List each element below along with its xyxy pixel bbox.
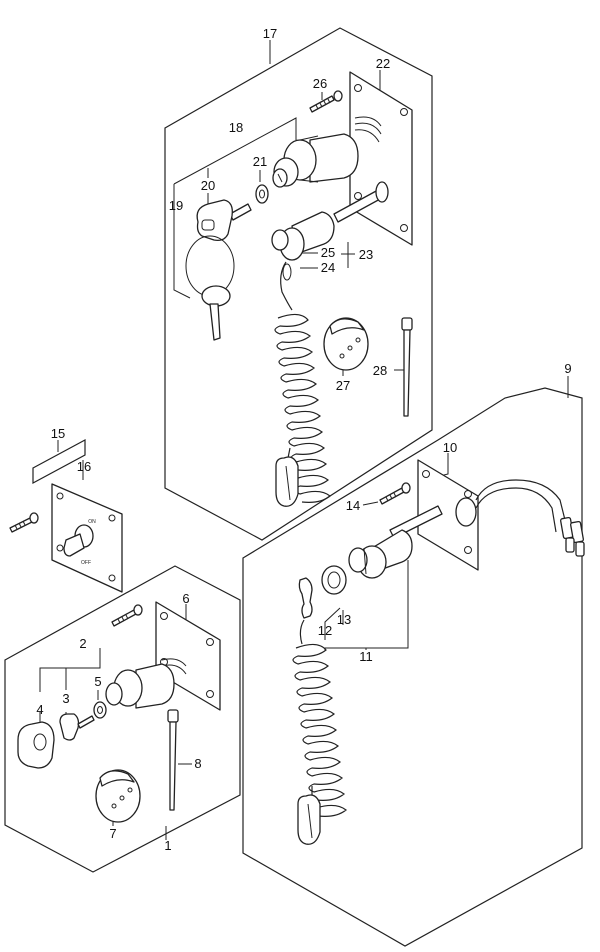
callout-27: 27 xyxy=(336,378,350,393)
callout-26: 26 xyxy=(313,76,327,91)
callout-5: 5 xyxy=(94,674,101,689)
cap-27 xyxy=(323,317,369,371)
lanyard-cord-9 xyxy=(292,643,347,845)
key-20 xyxy=(196,199,252,242)
nut-13 xyxy=(321,565,347,595)
assembly-15: ON OFF xyxy=(9,483,123,593)
callout-21: 21 xyxy=(253,154,267,169)
washer-21 xyxy=(255,184,269,204)
callout-4: 4 xyxy=(36,702,43,717)
callout-23: 23 xyxy=(359,247,373,262)
callout-15: 15 xyxy=(51,426,65,441)
frame-1 xyxy=(4,565,241,873)
callout-2: 2 xyxy=(79,636,86,651)
cable-tie-28 xyxy=(401,317,413,417)
callout-6: 6 xyxy=(182,591,189,606)
frame-9 xyxy=(242,387,583,947)
callout-7: 7 xyxy=(109,826,116,841)
callout-17: 17 xyxy=(263,26,277,41)
panel-plate-6 xyxy=(155,601,221,711)
callout-1: 1 xyxy=(164,838,171,853)
lanyard-cord xyxy=(274,261,331,507)
callout-18: 18 xyxy=(229,120,243,135)
switch-plate-16: ON OFF xyxy=(51,483,123,593)
washer-5 xyxy=(93,701,107,719)
assembly-17 xyxy=(185,71,413,507)
callout-24: 24 xyxy=(321,260,335,275)
screw-6 xyxy=(111,604,143,627)
lanyard-clip-12 xyxy=(298,577,313,645)
assembly-frames xyxy=(4,27,583,947)
cap-7 xyxy=(95,769,141,823)
switch-mark-on: ON xyxy=(88,519,96,525)
callout-13: 13 xyxy=(337,612,351,627)
stop-switch-11 xyxy=(348,505,443,579)
cable-tie-8 xyxy=(167,709,179,811)
callout-12: 12 xyxy=(318,623,332,638)
frame-17 xyxy=(164,27,433,541)
frame-15 xyxy=(32,438,86,485)
screw-14 xyxy=(379,482,411,505)
cap-4 xyxy=(17,721,55,769)
callout-22: 22 xyxy=(376,56,390,71)
screw-16 xyxy=(9,512,39,533)
callout-14: 14 xyxy=(346,498,360,513)
callout-20: 20 xyxy=(201,178,215,193)
assembly-9 xyxy=(292,459,585,845)
callout-10: 10 xyxy=(443,440,457,455)
callout-9: 9 xyxy=(564,361,571,376)
stop-switch-23 xyxy=(271,181,389,261)
callout-25: 25 xyxy=(321,245,335,260)
key-3 xyxy=(59,713,95,741)
assembly-1 xyxy=(17,601,221,823)
callout-labels: 1 2 3 4 5 6 7 8 9 10 11 12 13 14 15 16 1… xyxy=(36,26,571,853)
callout-19: 19 xyxy=(169,198,183,213)
callout-3: 3 xyxy=(62,691,69,706)
callout-8: 8 xyxy=(194,756,201,771)
screw-26 xyxy=(309,90,343,113)
switch-mark-off: OFF xyxy=(81,560,91,566)
harness-cable xyxy=(455,479,585,557)
ignition-switch-18 xyxy=(272,116,382,188)
callout-11: 11 xyxy=(359,649,373,664)
key-ring-19 xyxy=(185,235,235,341)
callout-16: 16 xyxy=(77,459,91,474)
callout-28: 28 xyxy=(373,363,387,378)
ignition-switch-2 xyxy=(105,658,187,709)
